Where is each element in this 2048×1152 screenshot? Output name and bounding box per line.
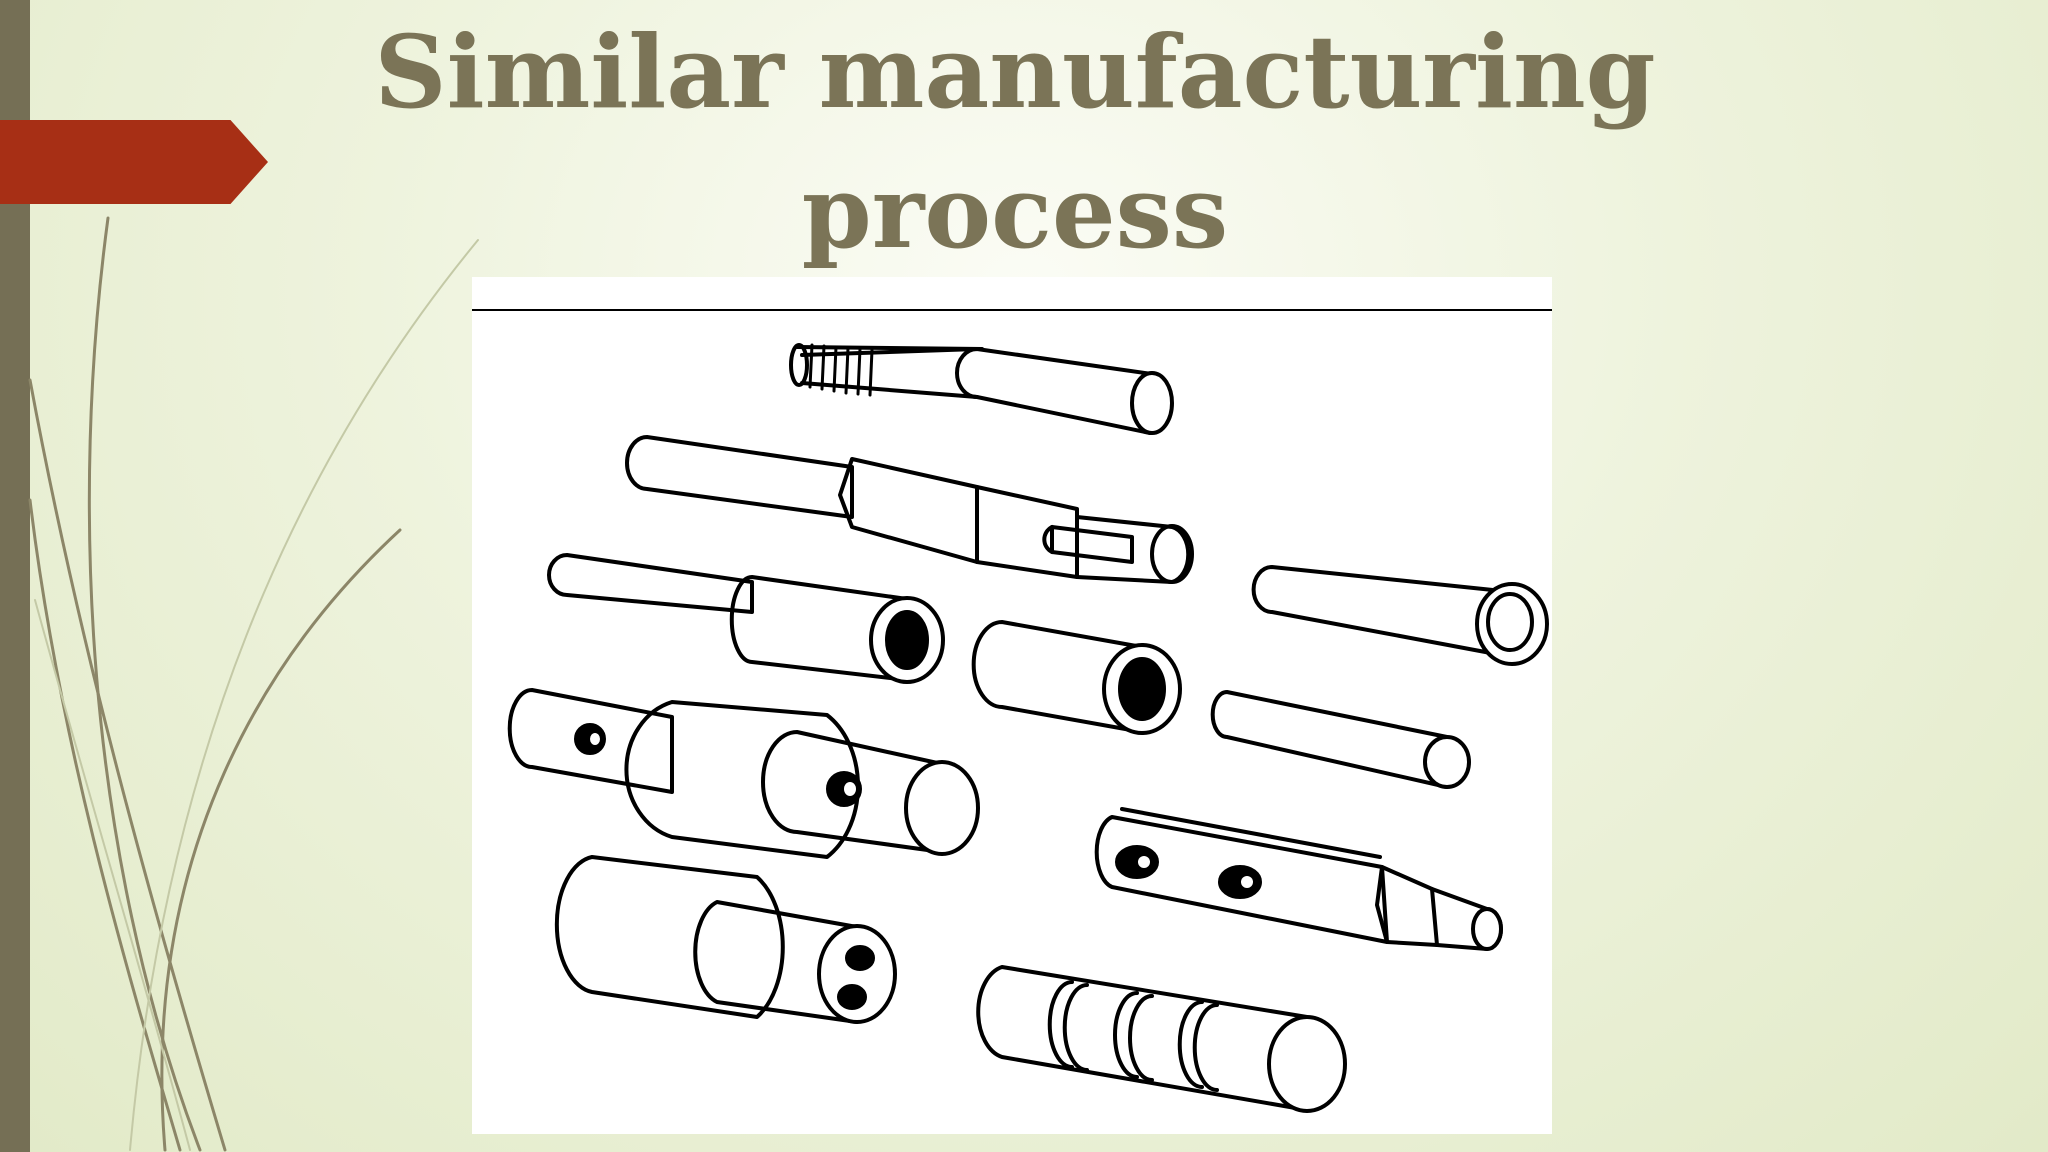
decorative-grass-lines xyxy=(28,216,479,1152)
flat-bar-with-tapered-end xyxy=(1094,807,1503,951)
shaft-with-hex-collar xyxy=(625,435,1194,584)
red-accent-tab xyxy=(0,120,268,204)
plain-pin xyxy=(1210,690,1471,789)
stepped-shaft-with-holes xyxy=(507,688,980,859)
stepped-plug xyxy=(554,855,897,1024)
short-tube xyxy=(971,620,1182,735)
machined-parts-illustration xyxy=(472,309,1552,1113)
stepped-tube xyxy=(547,553,945,684)
tapered-tube xyxy=(1251,565,1549,666)
grooved-cylinder xyxy=(976,965,1347,1113)
threaded-rod xyxy=(789,343,1174,435)
slide-title: Similar manufacturing process xyxy=(374,13,1656,271)
parts-figure xyxy=(472,277,1552,1134)
